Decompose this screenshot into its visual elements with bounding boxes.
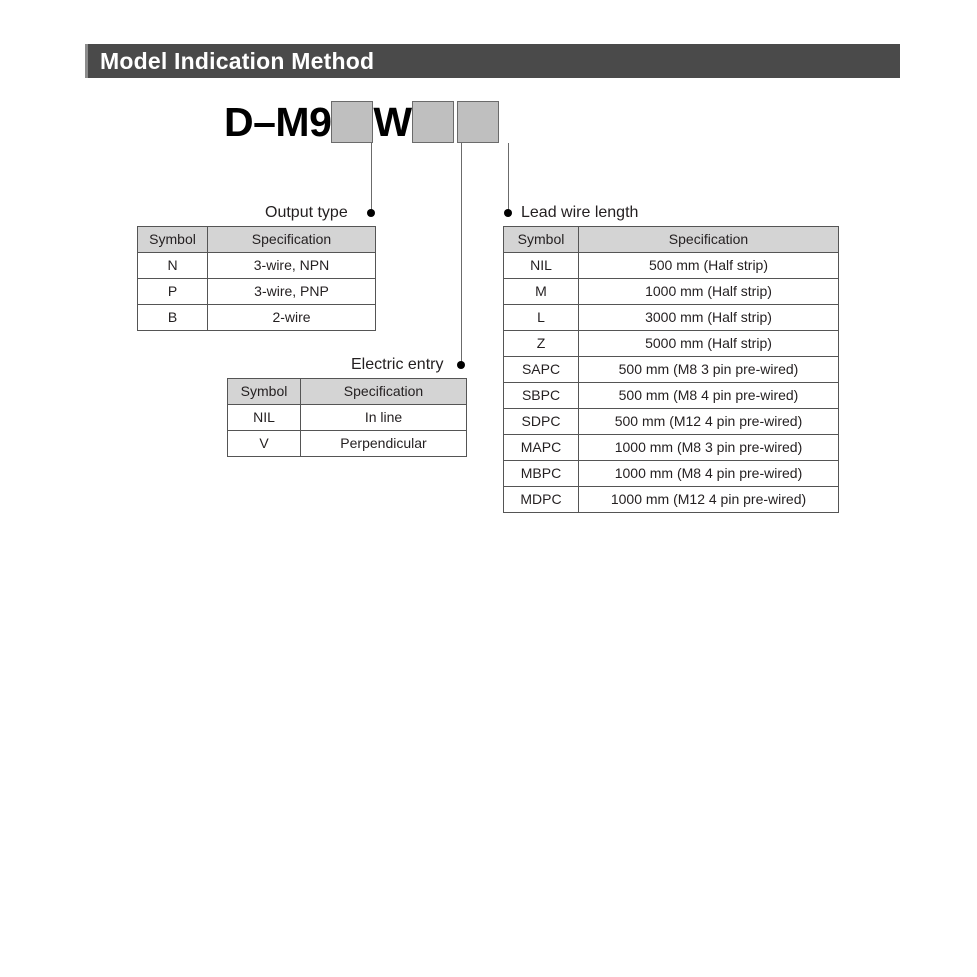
cell-symbol: V [227,430,301,457]
cell-specification: 2-wire [207,304,376,331]
cell-specification: Perpendicular [300,430,467,457]
table-row: NIL In line [227,404,467,431]
cell-specification: 500 mm (M12 4 pin pre-wired) [578,408,839,435]
column-header-specification: Specification [207,226,376,253]
table-header-row: Symbol Specification [227,378,467,405]
cell-specification: 3-wire, NPN [207,252,376,279]
table-row: SAPC 500 mm (M8 3 pin pre-wired) [503,356,839,383]
cell-specification: 1000 mm (M12 4 pin pre-wired) [578,486,839,513]
cell-symbol: MAPC [503,434,579,461]
leader-line-output-type [371,143,372,213]
model-code-prefix: D–M9 [224,98,332,145]
cell-symbol: NIL [227,404,301,431]
cell-specification: 500 mm (M8 4 pin pre-wired) [578,382,839,409]
table-row: N 3-wire, NPN [137,252,376,279]
cell-symbol: Z [503,330,579,357]
cell-specification: 1000 mm (M8 3 pin pre-wired) [578,434,839,461]
section-title-bar: Model Indication Method [85,44,900,78]
table-output-type: Symbol Specification N 3-wire, NPN P 3-w… [137,226,376,331]
model-code-box-electric-entry[interactable] [411,101,454,143]
callout-label-lead-wire-length: Lead wire length [521,204,639,221]
cell-symbol: SAPC [503,356,579,383]
cell-symbol: M [503,278,579,305]
column-header-specification: Specification [578,226,839,253]
cell-specification: 500 mm (M8 3 pin pre-wired) [578,356,839,383]
leader-dot-lead-wire-length [504,209,512,217]
table-row: B 2-wire [137,304,376,331]
cell-specification: 3-wire, PNP [207,278,376,305]
table-row: Z 5000 mm (Half strip) [503,330,839,357]
table-row: L 3000 mm (Half strip) [503,304,839,331]
cell-symbol: MBPC [503,460,579,487]
cell-symbol: N [137,252,208,279]
cell-specification: 3000 mm (Half strip) [578,304,839,331]
model-code-box-output-type[interactable] [331,101,374,143]
leader-dot-electric-entry [457,361,465,369]
cell-symbol: SDPC [503,408,579,435]
column-header-symbol: Symbol [137,226,208,253]
table-row: NIL 500 mm (Half strip) [503,252,839,279]
model-code-box-lead-wire-length[interactable] [456,101,499,143]
cell-symbol: P [137,278,208,305]
table-row: MAPC 1000 mm (M8 3 pin pre-wired) [503,434,839,461]
cell-specification: In line [300,404,467,431]
table-row: M 1000 mm (Half strip) [503,278,839,305]
cell-specification: 1000 mm (Half strip) [578,278,839,305]
leader-line-electric-entry [461,143,462,365]
column-header-specification: Specification [300,378,467,405]
table-row: V Perpendicular [227,430,467,457]
table-header-row: Symbol Specification [503,226,839,253]
table-row: SDPC 500 mm (M12 4 pin pre-wired) [503,408,839,435]
cell-symbol: MDPC [503,486,579,513]
callout-label-output-type: Output type [265,204,348,221]
cell-specification: 1000 mm (M8 4 pin pre-wired) [578,460,839,487]
table-row: SBPC 500 mm (M8 4 pin pre-wired) [503,382,839,409]
callout-label-electric-entry: Electric entry [351,356,444,373]
table-header-row: Symbol Specification [137,226,376,253]
cell-symbol: NIL [503,252,579,279]
cell-specification: 500 mm (Half strip) [578,252,839,279]
cell-symbol: B [137,304,208,331]
table-row: MDPC 1000 mm (M12 4 pin pre-wired) [503,486,839,513]
cell-specification: 5000 mm (Half strip) [578,330,839,357]
table-electric-entry: Symbol Specification NIL In line V Perpe… [227,378,467,457]
model-code-middle: W [373,98,412,145]
page-title: Model Indication Method [100,47,375,74]
cell-symbol: L [503,304,579,331]
cell-symbol: SBPC [503,382,579,409]
leader-line-lead-wire-length [508,143,509,213]
column-header-symbol: Symbol [503,226,579,253]
table-row: P 3-wire, PNP [137,278,376,305]
leader-dot-output-type [367,209,375,217]
table-row: MBPC 1000 mm (M8 4 pin pre-wired) [503,460,839,487]
table-lead-wire-length: Symbol Specification NIL 500 mm (Half st… [503,226,839,513]
model-code-diagram: D–M9 W [224,98,499,146]
column-header-symbol: Symbol [227,378,301,405]
